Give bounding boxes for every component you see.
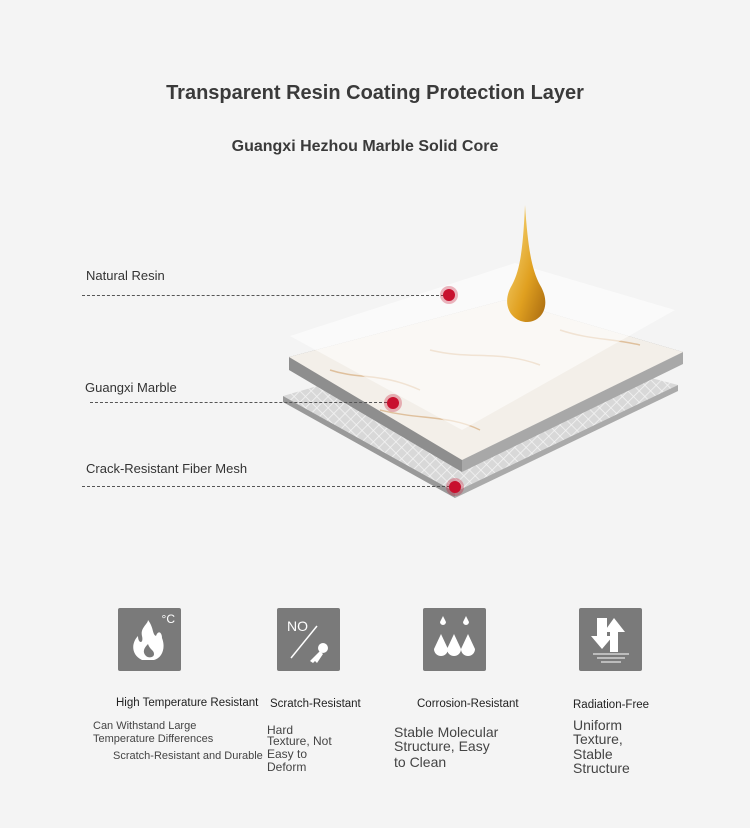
leader-line xyxy=(82,295,444,296)
water-drops-icon xyxy=(423,608,486,671)
feature-desc: Uniform xyxy=(573,717,623,733)
leader-line xyxy=(82,486,450,487)
feature-desc: Easy to xyxy=(267,747,308,761)
feature-desc: Scratch-Resistant and Durable xyxy=(113,750,263,762)
resin-film-layer xyxy=(290,263,675,430)
no-scratch-key-icon: NO xyxy=(277,608,340,671)
feature-desc: Stable xyxy=(573,746,613,762)
feature-desc: Texture, xyxy=(573,731,623,747)
feature-title: Scratch-Resistant xyxy=(270,698,361,710)
feature-desc: Texture, Not xyxy=(267,734,332,748)
flame-celsius-icon: °C xyxy=(118,608,181,671)
layer-label-fiber-mesh: Crack-Resistant Fiber Mesh xyxy=(86,461,248,476)
marker-dot xyxy=(449,481,461,493)
feature-desc: Temperature Differences xyxy=(93,733,214,745)
leader-line xyxy=(90,402,387,403)
feature-desc: Stable Molecular xyxy=(394,724,499,740)
marker-dot xyxy=(387,397,399,409)
resin-drop-icon xyxy=(507,205,546,322)
feature-desc: Deform xyxy=(267,760,307,774)
marker-dot xyxy=(443,289,455,301)
feature-desc: to Clean xyxy=(394,754,447,770)
feature-title: High Temperature Resistant xyxy=(116,697,259,709)
feature-title: Radiation-Free xyxy=(573,699,650,711)
feature-desc: Structure xyxy=(573,760,630,776)
page-subtitle: Guangxi Hezhou Marble Solid Core xyxy=(231,138,499,155)
layer-label-natural-resin: Natural Resin xyxy=(86,268,165,283)
feature-desc: Structure, Easy xyxy=(394,738,490,754)
page-title: Transparent Resin Coating Protection Lay… xyxy=(166,82,584,104)
layer-label-guangxi-marble: Guangxi Marble xyxy=(85,380,177,395)
feature-desc: Can Withstand Large xyxy=(93,720,197,732)
feature-title: Corrosion-Resistant xyxy=(417,698,519,710)
feature-desc: Hard xyxy=(267,723,294,737)
arrows-up-down-icon xyxy=(579,608,642,671)
